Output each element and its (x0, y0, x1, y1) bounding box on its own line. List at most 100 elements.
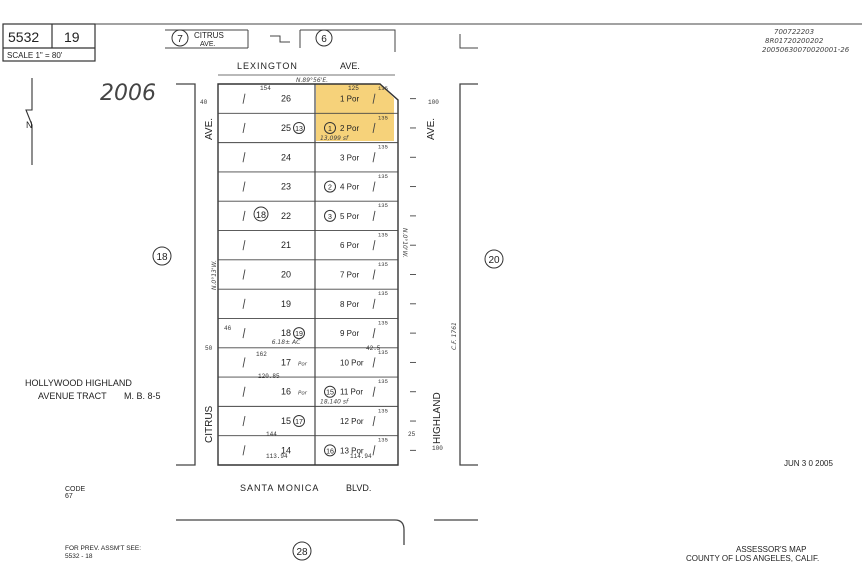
dim-bottom-right: 100 (432, 445, 443, 452)
hand-tick (242, 386, 246, 397)
parcel-area: 13,099 sf (320, 135, 349, 142)
lot-number[interactable]: 14 (281, 445, 291, 455)
hand-tick (372, 357, 376, 368)
hand-tick (372, 210, 376, 221)
cf-label: C.F. 1761 (451, 322, 458, 350)
hand-tick (372, 152, 376, 163)
lot-circle-number: 17 (295, 419, 303, 426)
lot-portion: Por (298, 361, 308, 367)
lot-number[interactable]: 19 (281, 299, 291, 309)
lot-circle-number: 13 (295, 126, 303, 133)
parcel-label[interactable]: 4 Por (340, 183, 359, 192)
parcel-label[interactable]: 1 Por (340, 95, 359, 104)
circled-page-top-left: 7 (177, 34, 183, 45)
circled-page-left-ring (152, 246, 172, 266)
parcel-depth: 135 (378, 261, 388, 268)
street-santa-monica-blvd: BLVD. (346, 483, 371, 493)
block-number-ring (253, 206, 269, 222)
hand-tick (242, 298, 246, 309)
parcel-label[interactable]: 3 Por (340, 153, 359, 162)
dim-120: 120.85 (258, 373, 280, 380)
street-citrus-side-ave: AVE. (204, 118, 215, 140)
parcel-label[interactable]: 11 Por (340, 388, 363, 397)
parcel-circle (324, 121, 336, 134)
hand-tick (242, 357, 246, 368)
dim-162: 162 (256, 351, 267, 358)
parcel-depth: 135 (378, 114, 388, 121)
lot-number[interactable]: 18 (281, 328, 291, 338)
doc-number-3: 20050630070020001-26 (762, 46, 850, 54)
lot-number[interactable]: 15 (281, 416, 291, 426)
tract-line-1: HOLLYWOOD HIGHLAND (25, 378, 132, 388)
parcel-circle-number: 16 (326, 448, 334, 455)
circled-page-bottom-ring (292, 541, 312, 561)
code-label: CODE (65, 486, 86, 493)
dim-42: 42.5 (366, 345, 381, 352)
parcel-circle-number: 15 (326, 390, 334, 397)
dim-right-side: 100 (428, 99, 439, 106)
highlighted-parcel[interactable] (316, 84, 394, 141)
parcel-label[interactable]: 12 Por (340, 417, 364, 426)
hand-tick (242, 181, 246, 192)
prev-assessment-value: 5532 - 18 (65, 553, 93, 560)
lot-number[interactable]: 25 (281, 123, 291, 133)
parcel-label[interactable]: 6 Por (340, 241, 359, 250)
dim-113: 113.94 (266, 453, 288, 460)
lot-number[interactable]: 16 (281, 387, 291, 397)
parcel-label[interactable]: 10 Por (340, 358, 364, 367)
street-highland: HIGHLAND (432, 392, 443, 444)
dim-top-left: 154 (260, 85, 271, 92)
parcel-circle-number: 2 (328, 185, 332, 192)
parcel-depth: 135 (378, 202, 388, 209)
lot-circle (293, 327, 305, 340)
bearing-top: N.89°56'E. (296, 77, 328, 84)
street-citrus-top-ave: AVE. (200, 41, 215, 48)
circled-page-bottom: 28 (296, 547, 308, 558)
street-santa-monica: SANTA MONICA (240, 483, 319, 493)
lot-number[interactable]: 24 (281, 152, 291, 162)
street-highland-ave: AVE. (426, 118, 437, 140)
map-book-number: 5532 (8, 29, 39, 45)
dim-114: 114.94 (350, 453, 372, 460)
parcel-label[interactable]: 13 Por (340, 446, 364, 455)
dim-top-right: 125 (348, 85, 359, 92)
code-value: 67 (65, 493, 73, 500)
parcel-label[interactable]: 7 Por (340, 271, 359, 280)
lot-number[interactable]: 23 (281, 182, 291, 192)
lot-number[interactable]: 22 (281, 211, 291, 221)
tract-line-2: AVENUE TRACT (38, 391, 107, 401)
parcel-depth: 135 (378, 437, 388, 444)
dim-46: 46 (224, 325, 232, 332)
parcel-circle (324, 209, 336, 222)
hand-tick (242, 240, 246, 251)
year-stamp: 2006 (100, 81, 156, 106)
parcel-circle (324, 385, 336, 398)
dim-25: 25 (408, 431, 416, 438)
lot-number[interactable]: 26 (281, 94, 291, 104)
parcel-depth: 135 (378, 349, 388, 356)
parcel-depth: 135 (378, 290, 388, 297)
parcel-label[interactable]: 5 Por (340, 212, 359, 221)
prev-assessment-label: FOR PREV. ASSM'T SEE: (65, 545, 141, 552)
bearing-right: N.0°10'W. (401, 228, 408, 258)
lot-portion: Por (298, 391, 308, 397)
dim-50: 50 (205, 345, 213, 352)
lot-number[interactable]: 21 (281, 240, 291, 250)
parcel-depth: 135 (378, 378, 388, 385)
top-street-area: 7 6 CITRUS AVE. (165, 29, 478, 52)
lot-number[interactable]: 20 (281, 270, 291, 280)
hand-tick (372, 240, 376, 251)
map-scale: SCALE 1" = 80' (7, 51, 63, 60)
hand-tick (372, 298, 376, 309)
tract-label: HOLLYWOOD HIGHLAND AVENUE TRACT M. B. 8-… (25, 378, 161, 401)
hand-tick (242, 152, 246, 163)
parcel-depth: 135 (378, 407, 388, 414)
parcel-label[interactable]: 8 Por (340, 300, 359, 309)
lot-number[interactable]: 17 (281, 357, 291, 367)
parcel-label[interactable]: 9 Por (340, 329, 359, 338)
hand-tick (242, 269, 246, 280)
parcel-area: 18,140 sf (320, 399, 349, 406)
circled-page-top-right: 6 (321, 34, 327, 45)
parcel-label[interactable]: 2 Por (340, 124, 359, 133)
